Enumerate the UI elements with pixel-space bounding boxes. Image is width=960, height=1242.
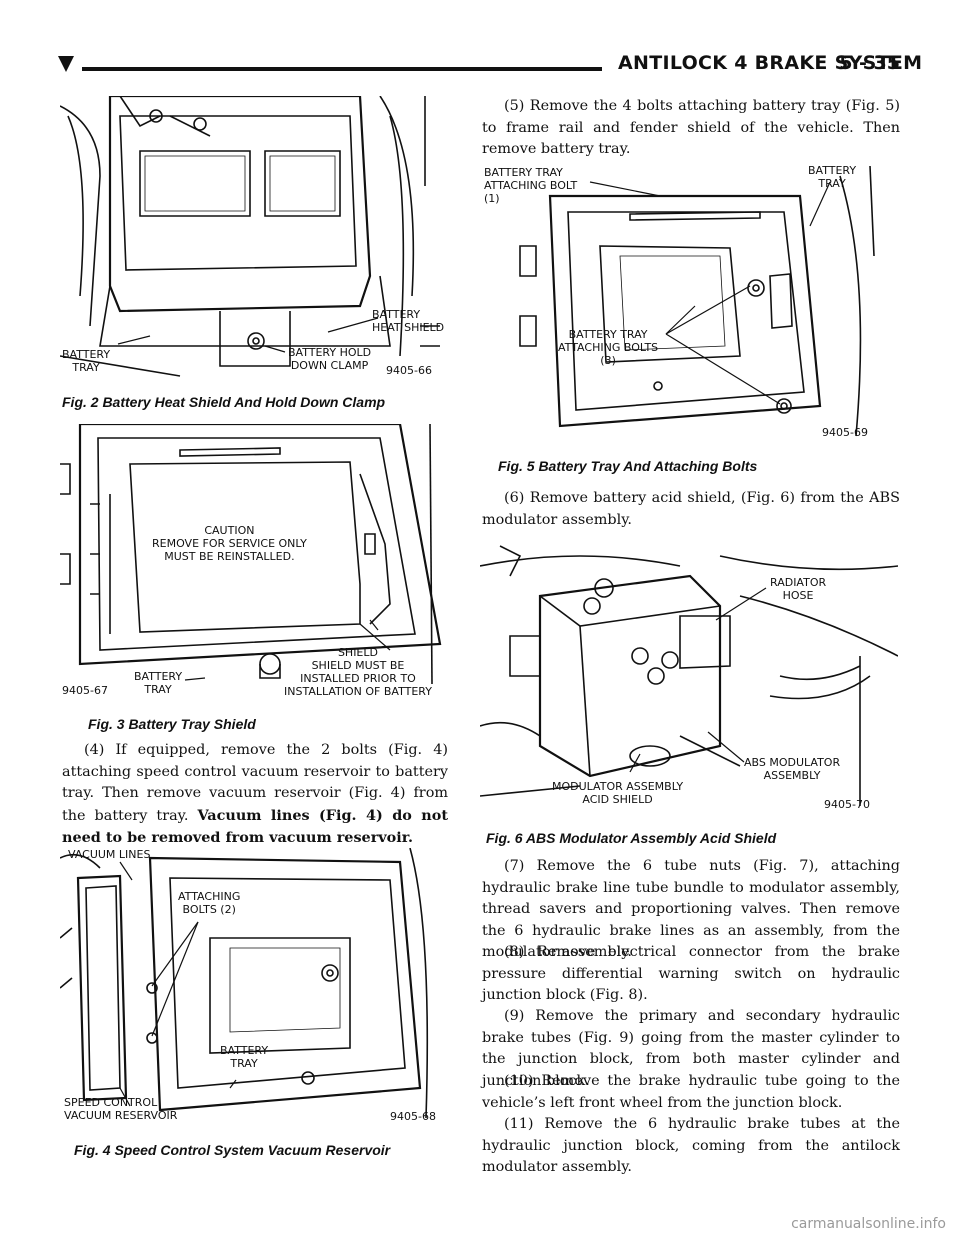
figure-4-caption: Fig. 4 Speed Control System Vacuum Reser… [74, 1142, 391, 1158]
figure-2-illustration: BATTERY HEAT SHIELD BATTERY TRAY BATTERY… [60, 96, 446, 380]
triangle-marker-icon [58, 56, 74, 72]
figure-6-illustration: RADIATOR HOSE ABS MODULATOR ASSEMBLY MOD… [480, 536, 898, 816]
figure-6-caption: Fig. 6 ABS Modulator Assembly Acid Shiel… [486, 830, 777, 846]
figure-4-id: 9405-68 [390, 1110, 436, 1123]
figure-6-id: 9405-70 [824, 798, 870, 811]
label-battery-heat-shield: BATTERY HEAT SHIELD [372, 308, 445, 334]
label-caution: CAUTION REMOVE FOR SERVICE ONLY MUST BE … [152, 524, 307, 563]
figure-2-caption: Fig. 2 Battery Heat Shield And Hold Down… [62, 394, 386, 410]
label-abs-modulator: ABS MODULATOR ASSEMBLY [744, 756, 841, 782]
step-8-text: (8) Remove electrical connector from the… [482, 944, 900, 1003]
step-9-text: (9) Remove the primary and secondary hyd… [482, 1008, 900, 1089]
figure-3-illustration: CAUTION REMOVE FOR SERVICE ONLY MUST BE … [60, 424, 446, 704]
figure-5-id: 9405-69 [822, 426, 868, 439]
figure-6-drawing [480, 545, 898, 806]
label-attaching-bolts: ATTACHING BOLTS (2) [178, 890, 241, 916]
header-rule [82, 67, 602, 71]
figure-3-id: 9405-67 [62, 684, 108, 697]
label-battery-hold-down-clamp: BATTERY HOLD DOWN CLAMP [288, 346, 372, 372]
label-battery-tray: BATTERY TRAY [808, 164, 857, 190]
figure-4-illustration: VACUUM LINES ATTACHING BOLTS (2) BATTERY… [60, 848, 446, 1128]
label-radiator-hose: RADIATOR HOSE [770, 576, 827, 602]
label-acid-shield: MODULATOR ASSEMBLY ACID SHIELD [552, 780, 684, 806]
label-vacuum-lines: VACUUM LINES [68, 848, 151, 861]
step-6-text: (6) Remove battery acid shield, (Fig. 6)… [482, 490, 900, 528]
label-attaching-bolts: BATTERY TRAY ATTACHING BOLTS (3) [558, 328, 659, 367]
watermark: carmanualsonline.info [791, 1216, 946, 1232]
label-battery-tray: BATTERY TRAY [220, 1044, 269, 1070]
figure-3-caption: Fig. 3 Battery Tray Shield [88, 716, 256, 732]
figure-2-drawing [60, 96, 440, 377]
page-header: ANTILOCK 4 BRAKE SYSTEM 5 - 35 [58, 52, 922, 78]
section-title: ANTILOCK 4 BRAKE SYSTEM [618, 52, 923, 74]
label-attaching-bolt: BATTERY TRAY ATTACHING BOLT (1) [484, 166, 578, 205]
figure-3-drawing [60, 424, 442, 685]
figure-2-id: 9405-66 [386, 364, 432, 377]
step-11-text: (11) Remove the 6 hydraulic brake tubes … [482, 1116, 900, 1175]
step-10-text: (10) Remove the brake hydraulic tube goi… [482, 1073, 900, 1111]
label-battery-tray: BATTERY TRAY [134, 670, 183, 696]
label-shield: SHIELD SHIELD MUST BE INSTALLED PRIOR TO… [284, 646, 432, 698]
page-number: 5 - 35 [839, 52, 900, 74]
figure-5-illustration: BATTERY TRAY ATTACHING BOLT (1) BATTERY … [480, 156, 898, 440]
step-4-body: (4) If equipped, remove the 2 bolts (Fig… [62, 742, 448, 824]
figure-4-drawing [60, 848, 429, 1119]
label-speed-control: SPEED CONTROL VACUUM RESERVOIR [64, 1096, 178, 1122]
step-4-text: (4) If equipped, remove the 2 bolts (Fig… [62, 740, 448, 850]
label-battery-tray: BATTERY TRAY [62, 348, 111, 374]
figure-5-drawing [519, 165, 875, 437]
figure-5-caption: Fig. 5 Battery Tray And Attaching Bolts [498, 458, 758, 474]
step-7-text: (7) Remove the 6 tube nuts (Fig. 7), att… [482, 858, 900, 960]
step-4-note: Vacuum lines (Fig. 4) do not need to be … [62, 806, 449, 847]
step-5-text: (5) Remove the 4 bolts attaching battery… [482, 98, 900, 157]
